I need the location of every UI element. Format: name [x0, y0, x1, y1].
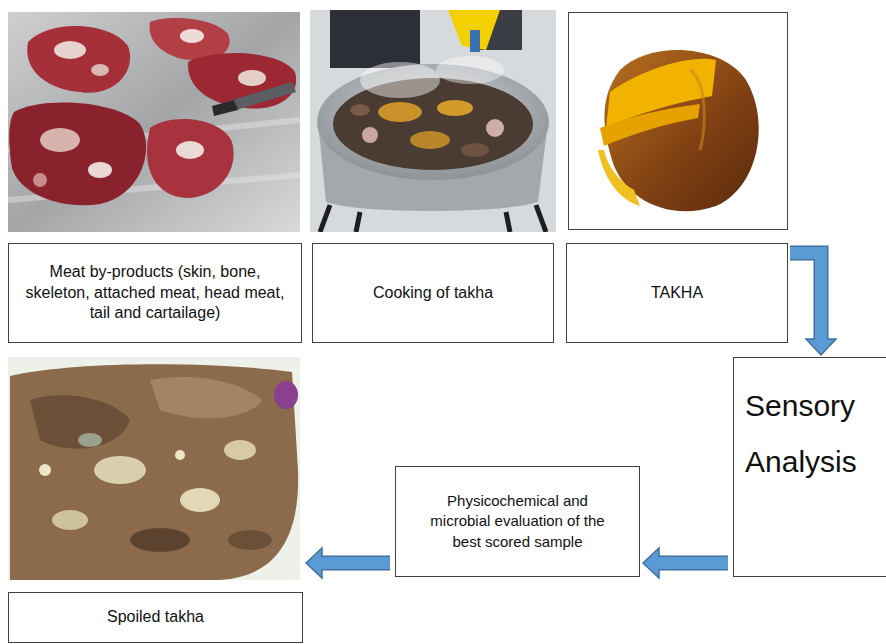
meat-photo-part — [212, 100, 238, 116]
cooking-photo-part — [333, 78, 533, 170]
takha-photo-part — [569, 13, 788, 230]
node-label: Meat by-products (skin, bone, skeleton, … — [21, 262, 289, 324]
meat-photo-part — [8, 12, 300, 232]
arrow-head — [643, 548, 659, 578]
meat-photo-part — [180, 29, 204, 43]
takha-photo-part — [598, 150, 640, 206]
spoiled-photo-part — [180, 488, 220, 512]
spoiled-photo-part — [78, 433, 102, 447]
meat-photo-part — [9, 102, 146, 205]
caption-box: Meat by-products (skin, bone, skeleton, … — [8, 243, 302, 343]
spoiled-photo-part — [39, 464, 51, 476]
caption-frame: Spoiled takha — [8, 592, 303, 643]
meat-photo-part — [91, 64, 109, 76]
node-label: TAKHA — [651, 283, 703, 304]
meat-photo-part — [232, 82, 296, 110]
arrow-head — [806, 339, 836, 355]
meat-photo-part — [27, 26, 130, 93]
takha-photo-part — [600, 104, 700, 146]
arrow-body — [321, 557, 391, 569]
cooking-photo-part — [410, 131, 450, 149]
cooking-photo-part — [437, 100, 473, 116]
block-arrow — [790, 253, 836, 355]
caption-box: Cooking of takha — [312, 243, 554, 343]
arrow-body — [658, 557, 729, 569]
caption-box: TAKHA — [566, 243, 788, 343]
spoiled-photo-part — [130, 528, 190, 552]
process-box: Sensory Analysis — [733, 357, 886, 577]
meat-photo-part — [238, 70, 266, 86]
cooking-photo-part — [436, 56, 504, 84]
meat-photo-part — [176, 141, 204, 159]
takha-photo — [569, 13, 788, 230]
spoiled-photo-part — [10, 364, 298, 580]
arrow-head — [306, 548, 322, 578]
process-box: Physicochemical and microbial evaluation… — [395, 466, 640, 577]
cooking-photo — [310, 10, 556, 232]
node-label: Spoiled takha — [107, 607, 204, 628]
spoiled-photo-part — [8, 357, 300, 580]
meat-photo-part — [33, 173, 47, 187]
cooking-photo-part — [461, 143, 489, 157]
spoiled-photo-part — [52, 510, 88, 530]
spoiled-photo-part — [274, 381, 298, 409]
spoiled-photo-part — [224, 440, 256, 460]
result-node: Spoiled takha — [8, 357, 303, 644]
cooking-photo-part — [330, 10, 420, 68]
spoiled-photo-part — [175, 450, 185, 460]
node-label: Cooking of takha — [373, 283, 493, 304]
block-arrow — [306, 548, 390, 578]
node-label: Physicochemical and microbial evaluation… — [422, 491, 613, 552]
cooking-photo-part — [486, 119, 504, 137]
cooking-photo-part — [360, 62, 440, 98]
cooking-photo-part — [310, 10, 556, 232]
spoiled-photo-part — [228, 530, 272, 550]
cooking-photo-part — [350, 104, 370, 116]
node-label: Sensory Analysis — [745, 378, 869, 490]
meat-photo-part — [147, 119, 234, 198]
cooking-photo-part — [320, 205, 546, 232]
spoiled-photo — [8, 357, 300, 580]
cooking-photo-part — [378, 102, 422, 122]
meat-photo — [8, 12, 300, 232]
spoiled-photo-part — [150, 377, 262, 418]
spoiled-photo-part — [94, 456, 146, 484]
block-arrow — [643, 548, 728, 578]
meat-photo-part — [40, 128, 80, 152]
takha-photo-part — [690, 70, 704, 150]
arrow-body — [790, 253, 821, 341]
cooking-photo-part — [470, 30, 480, 52]
cooking-photo-part — [362, 127, 378, 143]
meat-photo-part — [54, 41, 86, 59]
spoiled-photo-part — [30, 395, 130, 448]
meat-photo-part — [88, 162, 112, 178]
